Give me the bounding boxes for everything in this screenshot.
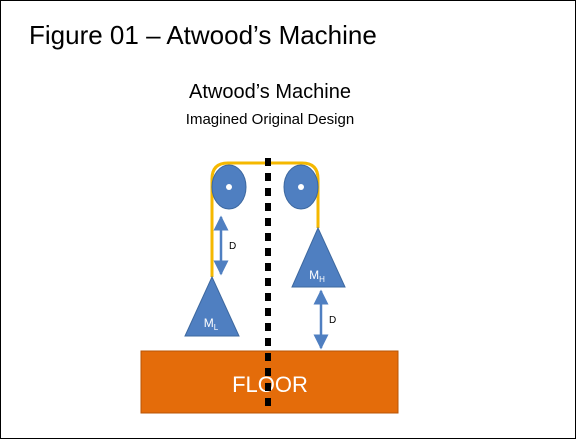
left-mass <box>184 275 240 337</box>
left-mass-label: ML <box>204 316 219 332</box>
right-pulley-axle <box>298 184 304 190</box>
right-mass <box>291 226 346 288</box>
diagram-title: Atwood’s Machine <box>189 81 351 103</box>
figure-caption: Figure 01 – Atwood’s Machine <box>29 20 377 50</box>
right-distance-label: D <box>329 315 336 326</box>
left-pulley-axle <box>226 184 232 190</box>
right-mass-label: MH <box>309 268 325 284</box>
left-distance-label: D <box>229 241 236 252</box>
diagram-subtitle: Imagined Original Design <box>186 111 354 128</box>
